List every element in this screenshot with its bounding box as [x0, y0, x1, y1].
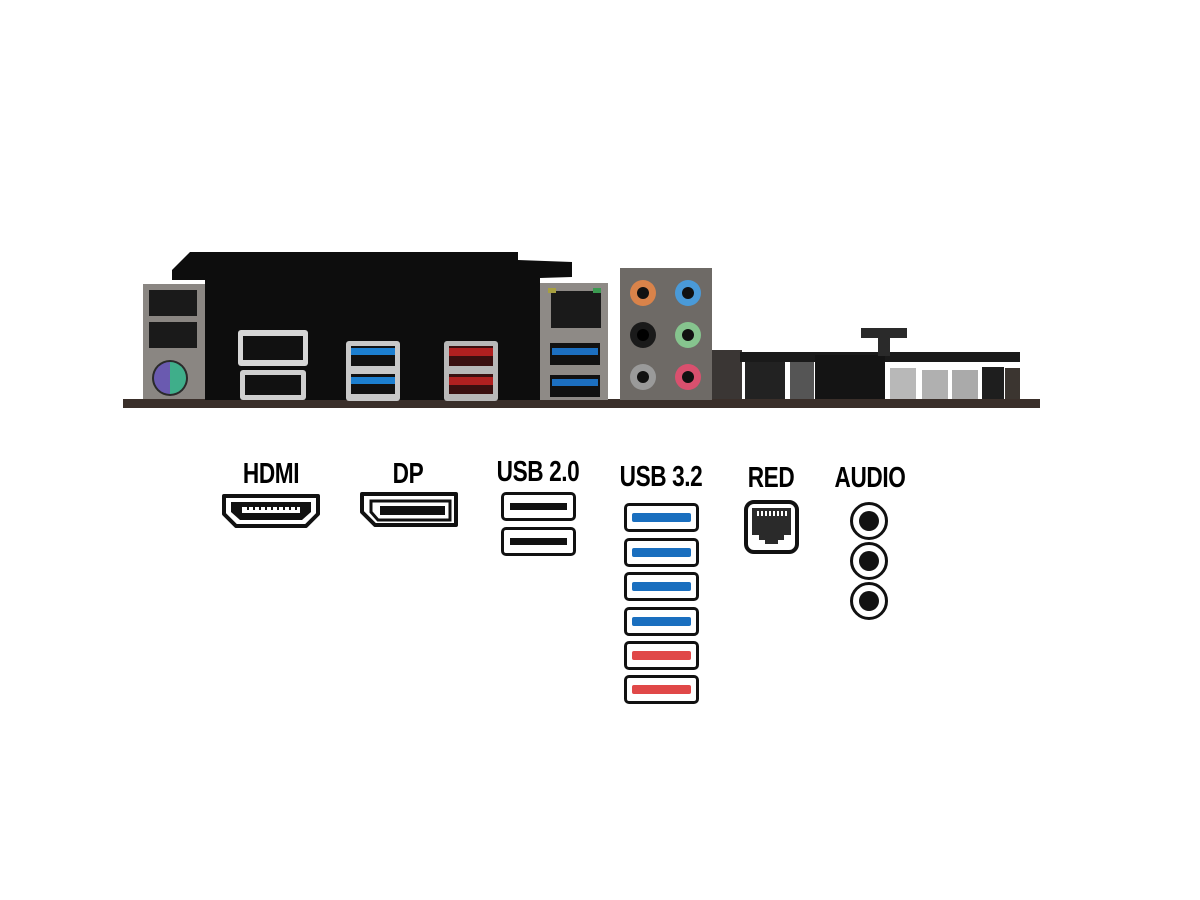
red-label: RED — [747, 462, 795, 494]
usb32-blue-port-icon — [624, 503, 699, 532]
ethernet-icon — [744, 500, 799, 554]
usb20-label: USB 2.0 — [496, 456, 580, 488]
audio-jack-icon — [850, 502, 888, 540]
motherboard-io-panel-image — [123, 252, 1040, 408]
dp-label: DP — [392, 458, 424, 490]
board-components — [712, 328, 1020, 399]
usb32-blue-port-icon — [624, 538, 699, 567]
usb32-red-port-icon — [624, 641, 699, 670]
audio-panel — [620, 268, 712, 400]
displayport-icon — [360, 492, 458, 527]
usb20-port-icon — [501, 492, 576, 521]
pcb-board — [123, 399, 1040, 408]
usb-ps2-stack — [143, 284, 205, 399]
usb20-port-icon — [501, 527, 576, 556]
usb32-blue-port-icon — [624, 607, 699, 636]
usb32-blue-port-icon — [624, 572, 699, 601]
lan-usb-stack — [540, 283, 608, 400]
usb32-red-port-icon — [624, 675, 699, 704]
audio-jack-icon — [850, 582, 888, 620]
audio-jack-icon — [850, 542, 888, 580]
dp-hdmi-stack — [238, 330, 308, 400]
usb-red-pair — [444, 341, 498, 401]
usb3-blue-pair — [346, 341, 400, 401]
audio-label: AUDIO — [834, 462, 906, 494]
usb32-label: USB 3.2 — [619, 461, 703, 493]
hdmi-icon — [222, 494, 320, 528]
hdmi-label: HDMI — [242, 458, 300, 490]
